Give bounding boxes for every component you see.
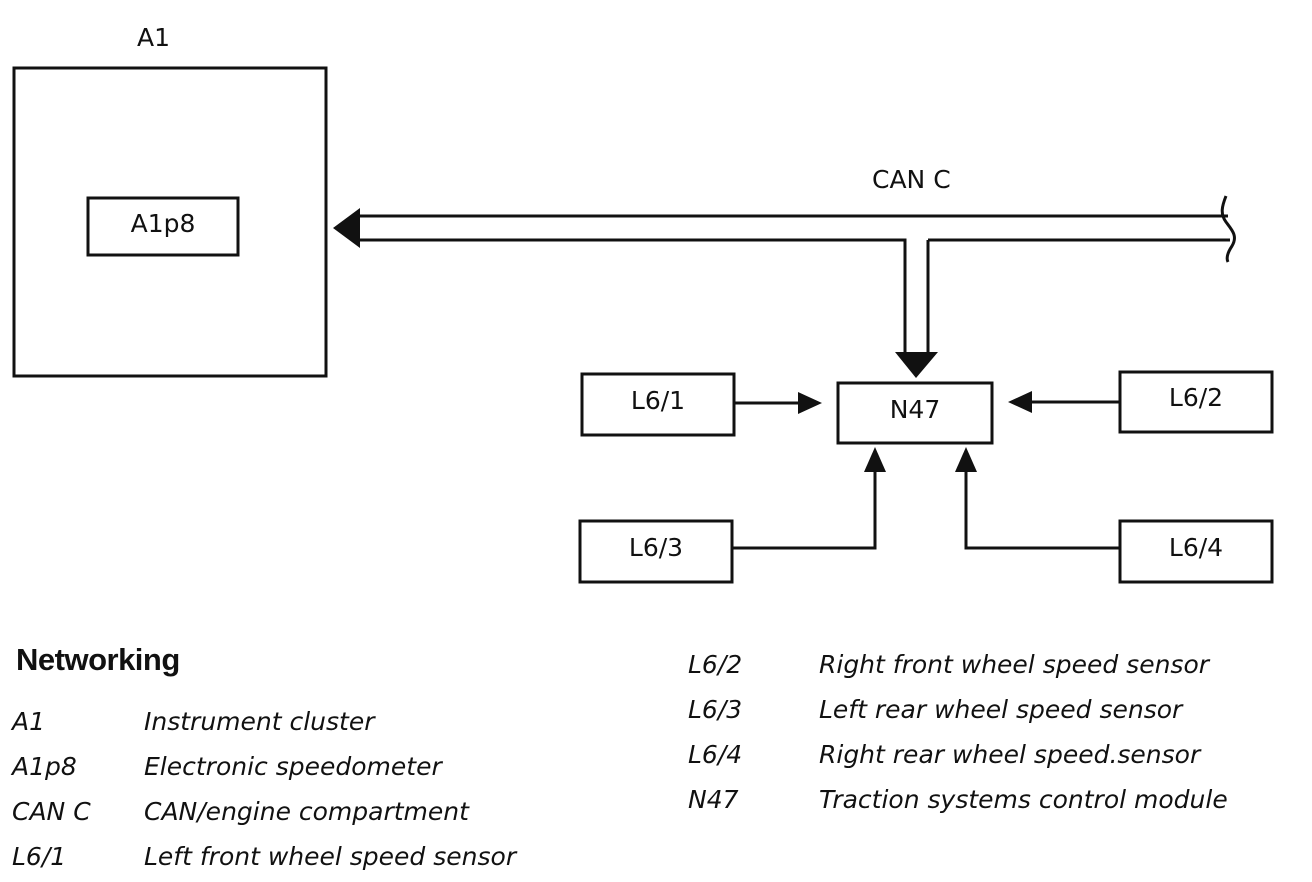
a1p8-box bbox=[86, 196, 240, 257]
l6-2-label: L6/2 bbox=[1169, 383, 1223, 412]
a1-label: A1 bbox=[137, 23, 170, 52]
legend-code: A1 bbox=[12, 707, 46, 736]
network-diagram: A1 A1p8 CAN C N47 L6/1 L6/2 bbox=[12, 23, 1274, 584]
can-c-label: CAN C bbox=[872, 165, 951, 194]
l6-3-box bbox=[578, 519, 734, 584]
l6-1-arrow bbox=[798, 392, 822, 414]
l6-4-arrow bbox=[955, 447, 977, 472]
legend-desc: Right front wheel speed sensor bbox=[819, 650, 1210, 679]
l6-3-connector bbox=[732, 470, 877, 550]
legend-code: A1p8 bbox=[12, 752, 77, 781]
legend-code: N47 bbox=[688, 785, 739, 814]
legend-desc: CAN/engine compartment bbox=[144, 797, 469, 826]
l6-1-label: L6/1 bbox=[631, 386, 685, 415]
a1-box bbox=[12, 66, 328, 378]
legend-desc: Left rear wheel speed sensor bbox=[819, 695, 1183, 724]
l6-2-arrow bbox=[1008, 391, 1032, 413]
legend-code: CAN C bbox=[12, 797, 91, 826]
l6-4-box bbox=[1118, 519, 1274, 584]
can-c-arrow-n47 bbox=[895, 352, 938, 378]
legend-desc: Instrument cluster bbox=[144, 707, 375, 736]
legend-title: Networking bbox=[16, 642, 180, 677]
can-c-arrow-a1 bbox=[333, 208, 360, 248]
legend-code: L6/3 bbox=[688, 695, 743, 724]
l6-3-label: L6/3 bbox=[629, 533, 683, 562]
legend-code: L6/4 bbox=[688, 740, 743, 769]
legend-desc: Traction systems control module bbox=[819, 785, 1228, 814]
legend-code: L6/1 bbox=[12, 842, 67, 871]
l6-3-arrow bbox=[864, 447, 886, 472]
legend-desc: Right rear wheel speed.sensor bbox=[819, 740, 1201, 769]
legend-code: L6/2 bbox=[688, 650, 743, 679]
l6-4-connector bbox=[964, 470, 1120, 550]
n47-label: N47 bbox=[890, 395, 941, 424]
l6-4-label: L6/4 bbox=[1169, 533, 1223, 562]
n47-box bbox=[836, 381, 994, 445]
a1p8-label: A1p8 bbox=[131, 209, 196, 238]
legend-desc: Electronic speedometer bbox=[144, 752, 442, 781]
legend-desc: Left front wheel speed sensor bbox=[144, 842, 517, 871]
can-c-bus bbox=[360, 195, 1236, 357]
